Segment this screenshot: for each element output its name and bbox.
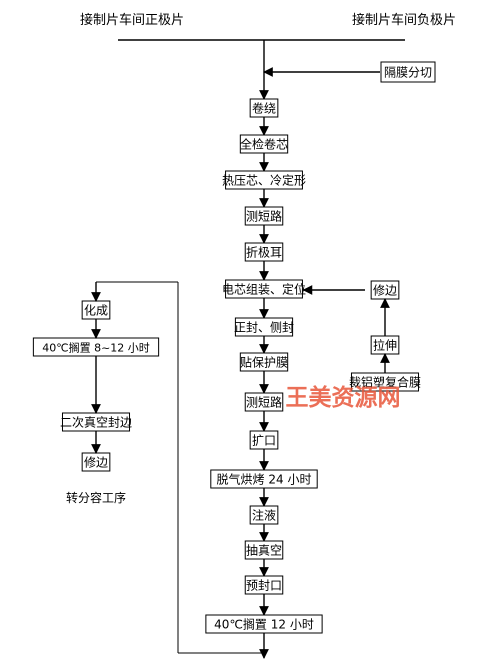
main-step-15-box xyxy=(205,614,323,634)
return-connector xyxy=(91,281,264,654)
main-step-14-box xyxy=(244,575,284,595)
main-step-1-box xyxy=(249,98,279,118)
main-step-10-label: 扩口 xyxy=(252,433,276,447)
left-step-3: 二次真空封边 xyxy=(60,412,132,432)
main-step-11: 脱气烘烤 24 小时 xyxy=(210,469,318,489)
left-step-1: 化成 xyxy=(81,300,111,320)
main-step-12-label: 注液 xyxy=(252,507,276,522)
main-step-11-box xyxy=(210,469,318,489)
main-step-13-box xyxy=(244,540,284,560)
main-step-5-label: 折极耳 xyxy=(246,244,282,259)
main-step-8-box xyxy=(239,352,289,372)
main-step-14: 预封口 xyxy=(244,575,284,595)
alu-step-3: 修边 xyxy=(370,280,400,300)
separator-label: 隔膜分切 xyxy=(384,66,432,80)
main-step-8-label: 贴保护膜 xyxy=(240,355,288,369)
left-step-1-label: 化成 xyxy=(84,303,108,317)
left-step-4: 修边 xyxy=(81,452,111,472)
main-step-5: 折极耳 xyxy=(244,242,284,262)
main-step-3-label: 热压芯、冷定形 xyxy=(222,172,306,187)
main-step-13-label: 抽真空 xyxy=(246,543,282,557)
alu-step-1: 裁铝塑复合膜 xyxy=(349,372,421,392)
left-end-label: 转分容工序 xyxy=(66,490,126,505)
header-right-title: 接制片车间负极片 xyxy=(352,12,456,28)
main-step-12: 注液 xyxy=(249,505,279,525)
main-step-15-label: 40℃搁置 12 小时 xyxy=(214,616,314,631)
main-step-3: 热压芯、冷定形 xyxy=(222,170,306,190)
main-step-4-label: 测短路 xyxy=(246,208,282,223)
separator-box xyxy=(380,61,436,83)
main-step-6-box xyxy=(225,279,303,299)
main-step-10-box xyxy=(249,430,279,450)
main-step-4-box xyxy=(244,206,284,226)
main-step-11-label: 脱气烘烤 24 小时 xyxy=(217,471,312,486)
main-step-2-box xyxy=(239,134,289,154)
main-step-9: 测短路 xyxy=(244,392,284,412)
left-step-2: 40℃搁置 8~12 小时 xyxy=(32,337,160,357)
main-step-14-label: 预封口 xyxy=(246,578,282,592)
main-step-9-box xyxy=(244,392,284,412)
alu-step-2-label: 拉伸 xyxy=(373,337,397,352)
main-step-7-box xyxy=(234,317,294,337)
main-step-7-label: 正封、侧封 xyxy=(234,320,294,334)
main-step-3-box xyxy=(225,170,303,190)
main-step-6-label: 电芯组装、定位 xyxy=(222,281,306,296)
main-step-12-box xyxy=(249,505,279,525)
left-step-4-label: 修边 xyxy=(84,454,108,469)
main-step-2: 全检卷芯 xyxy=(239,134,289,154)
main-step-4: 测短路 xyxy=(244,206,284,226)
main-step-9-label: 测短路 xyxy=(246,394,282,409)
main-step-5-box xyxy=(244,242,284,262)
alu-step-2: 拉伸 xyxy=(370,335,400,355)
main-step-10: 扩口 xyxy=(249,430,279,450)
main-flow-steps: 卷绕全检卷芯热压芯、冷定形测短路折极耳电芯组装、定位正封、侧封贴保护膜测短路扩口… xyxy=(205,98,323,634)
main-step-8: 贴保护膜 xyxy=(239,352,289,372)
alu-step-1-label: 裁铝塑复合膜 xyxy=(349,374,421,389)
main-step-2-label: 全检卷芯 xyxy=(240,136,288,151)
main-step-7: 正封、侧封 xyxy=(234,317,294,337)
main-step-13: 抽真空 xyxy=(244,540,284,560)
main-step-15: 40℃搁置 12 小时 xyxy=(205,614,323,634)
main-step-1-label: 卷绕 xyxy=(252,100,276,115)
separator-branch: 隔膜分切 xyxy=(263,61,436,83)
watermark-text: 王美资源网 xyxy=(286,384,401,411)
left-step-2-label: 40℃搁置 8~12 小时 xyxy=(42,340,150,354)
header-left-title: 接制片车间正极片 xyxy=(80,12,184,28)
alu-step-3-label: 修边 xyxy=(373,282,397,297)
left-step-3-label: 二次真空封边 xyxy=(60,415,132,429)
main-step-1: 卷绕 xyxy=(249,98,279,118)
main-step-6: 电芯组装、定位 xyxy=(222,279,306,299)
